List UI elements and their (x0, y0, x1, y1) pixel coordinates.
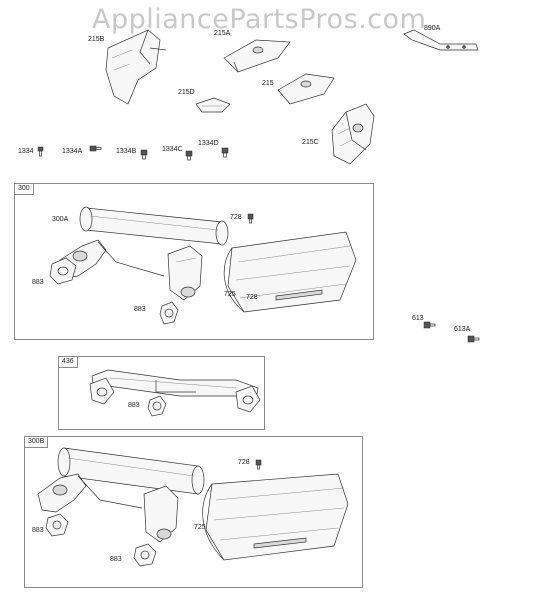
part-436-exhaust-pipe[interactable] (91, 369, 259, 401)
label-725-1: 725 (224, 291, 236, 298)
label-215a: 215A (214, 30, 231, 37)
group-label-300b: 300B (25, 437, 49, 448)
label-883-2: 883 (134, 306, 146, 313)
part-728-clamp-b[interactable] (253, 537, 307, 549)
part-725-heat-shield-b[interactable] (202, 473, 349, 561)
part-300b-manifold-left[interactable] (37, 473, 143, 513)
part-728-screw-a[interactable] (247, 213, 254, 224)
label-883-1: 883 (32, 279, 44, 286)
label-1334c: 1334C (162, 146, 183, 153)
label-883-3: 883 (128, 402, 140, 409)
part-883-gasket-b[interactable] (159, 301, 179, 325)
label-613a: 613A (454, 326, 471, 333)
part-725-heat-shield[interactable] (223, 231, 357, 313)
part-exhaust-manifold-right[interactable] (167, 245, 203, 301)
label-1334b: 1334B (116, 148, 137, 155)
bolt-1334d[interactable] (221, 147, 229, 158)
part-exhaust-manifold-left[interactable] (59, 239, 165, 279)
group-label-436: 436 (59, 357, 78, 368)
label-215: 215 (262, 80, 274, 87)
group-box-300: 300 (14, 183, 374, 340)
part-728-screw-b[interactable] (255, 459, 262, 470)
label-728-2: 728 (246, 294, 258, 301)
part-215a-shield[interactable] (223, 39, 291, 73)
part-215c-heat-shield[interactable] (331, 103, 375, 165)
label-215c: 215C (302, 139, 319, 146)
part-300b-muffler[interactable] (57, 447, 205, 495)
label-728-1: 728 (230, 214, 242, 221)
label-883-4: 883 (32, 527, 44, 534)
label-1334a: 1334A (62, 148, 83, 155)
label-613: 613 (412, 315, 424, 322)
label-215b: 215B (88, 36, 105, 43)
part-436-flange-right[interactable] (235, 385, 261, 413)
part-883-gasket-a[interactable] (49, 257, 77, 285)
label-1334: 1334 (18, 148, 34, 155)
part-728-clamp-a[interactable] (275, 289, 323, 301)
group-label-300: 300 (15, 184, 34, 195)
bolt-1334b[interactable] (140, 149, 148, 160)
part-883-gasket-e[interactable] (133, 543, 157, 567)
group-box-300b: 300B (24, 436, 363, 588)
label-215d: 215D (178, 89, 195, 96)
label-883-5: 883 (110, 556, 122, 563)
part-215d-shield[interactable] (195, 97, 231, 113)
label-300a: 300A (52, 216, 69, 223)
part-300a-muffler[interactable] (79, 206, 229, 246)
part-300b-manifold-right[interactable] (143, 485, 179, 543)
bolt-1334[interactable] (37, 146, 44, 157)
screw-613a[interactable] (467, 335, 480, 343)
label-890a: 890A (424, 25, 441, 32)
part-890a-bracket[interactable] (403, 29, 479, 51)
part-215-shield[interactable] (277, 73, 335, 105)
label-725-2: 725 (194, 524, 206, 531)
label-728-3: 728 (238, 459, 250, 466)
screw-613[interactable] (423, 321, 436, 329)
label-1334d: 1334D (198, 140, 219, 147)
part-883-gasket-c[interactable] (147, 395, 167, 417)
part-215b-heat-shield[interactable] (105, 29, 167, 105)
part-436-flange-left[interactable] (89, 377, 115, 405)
group-box-436: 436 (58, 356, 265, 430)
bolt-1334a[interactable] (89, 145, 102, 152)
bolt-1334c[interactable] (185, 150, 193, 161)
part-883-gasket-d[interactable] (45, 513, 69, 537)
